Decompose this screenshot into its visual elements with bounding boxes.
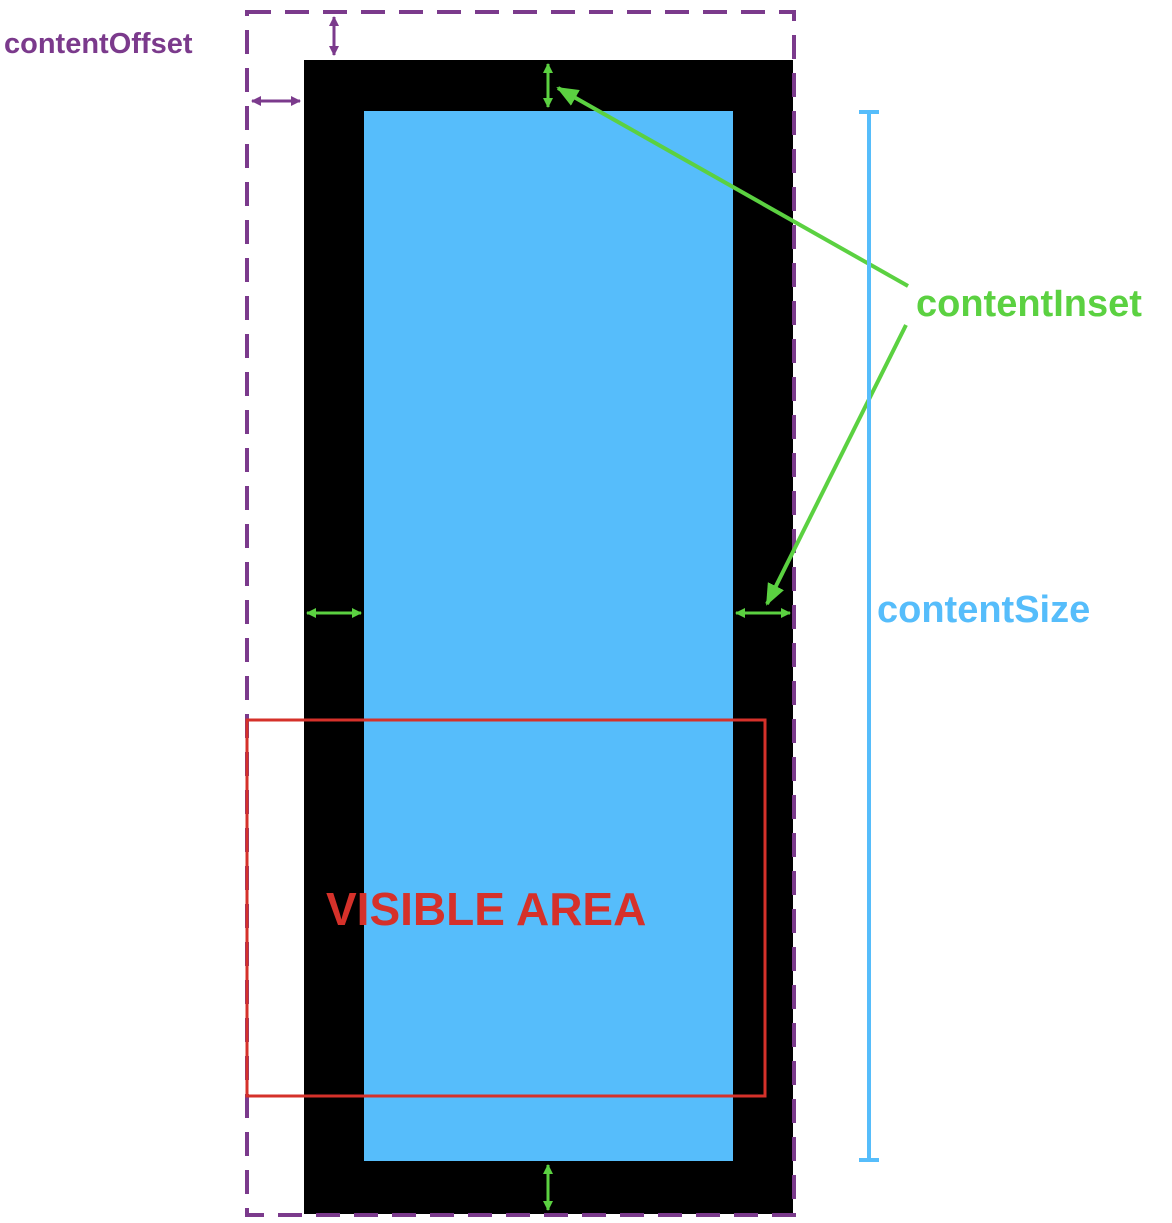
inset-pointer-top bbox=[556, 86, 909, 288]
content-inset-label: contentInset bbox=[916, 283, 1142, 325]
content-offset-label: contentOffset bbox=[4, 28, 193, 60]
content-size-label: contentSize bbox=[877, 589, 1091, 631]
visible-area-box bbox=[245, 718, 767, 1098]
visible-area-label: VISIBLE AREA bbox=[326, 883, 647, 935]
content-area bbox=[364, 111, 733, 1161]
content-offset-boundary bbox=[245, 10, 796, 1217]
inset-pointer-right bbox=[765, 324, 908, 606]
